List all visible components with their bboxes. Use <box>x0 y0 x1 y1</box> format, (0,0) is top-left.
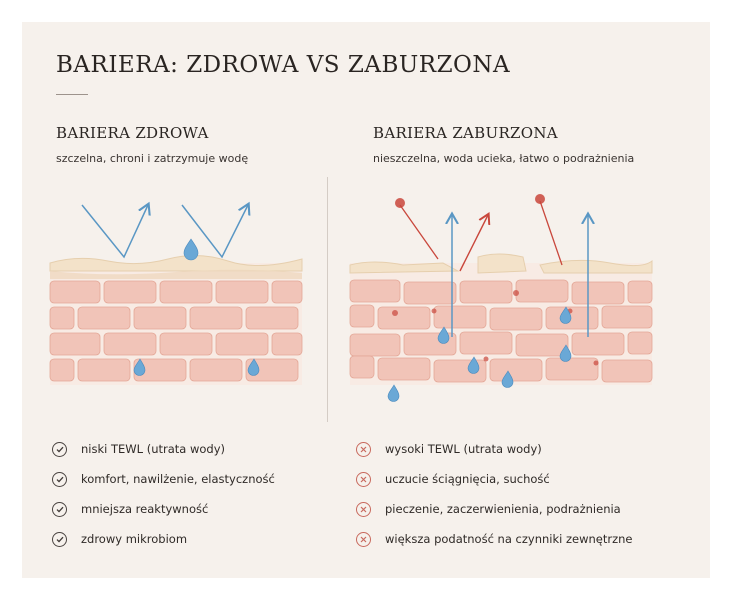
damaged-points-list: wysoki TEWL (utrata wody) uczucie ściągn… <box>356 434 633 554</box>
page-title: BARIERA: ZDROWA VS ZABURZONA <box>56 52 511 78</box>
water-drops <box>133 238 260 376</box>
check-circle-icon <box>52 471 67 487</box>
list-item-text: uczucie ściągnięcia, suchość <box>385 472 550 486</box>
check-circle-icon <box>52 441 67 457</box>
skin-layers <box>349 253 653 385</box>
skin-cell <box>601 359 653 383</box>
irritant-particles <box>392 194 599 366</box>
skin-cell <box>377 306 431 330</box>
skin-cell <box>349 279 401 303</box>
skin-cell <box>49 306 75 330</box>
healthy-heading: BARIERA ZDROWA <box>56 124 209 142</box>
list-item: zdrowy mikrobiom <box>52 524 275 554</box>
skin-cell <box>103 280 157 304</box>
skin-cell <box>515 279 569 303</box>
skin-cell <box>159 332 213 356</box>
skin-cell <box>489 358 543 382</box>
list-item-text: wysoki TEWL (utrata wody) <box>385 442 542 456</box>
skin-layers <box>49 255 303 385</box>
skin-cell <box>545 357 599 381</box>
list-item: wysoki TEWL (utrata wody) <box>356 434 633 464</box>
skin-cell <box>459 280 513 304</box>
brick-cells <box>49 280 303 382</box>
skin-cell <box>77 358 131 382</box>
skin-cell <box>215 280 269 304</box>
list-item: uczucie ściągnięcia, suchość <box>356 464 633 494</box>
skin-cell <box>433 305 487 329</box>
list-item: większa podatność na czynniki zewnętrzne <box>356 524 633 554</box>
skin-cell <box>403 281 457 305</box>
healthy-subtitle: szczelna, chroni i zatrzymuje wodę <box>56 152 249 165</box>
skin-cell <box>627 280 653 304</box>
damaged-heading: BARIERA ZABURZONA <box>373 124 558 142</box>
skin-cell <box>271 332 303 356</box>
list-item-text: większa podatność na czynniki zewnętrzne <box>385 532 633 546</box>
skin-cell <box>103 332 157 356</box>
skin-cell <box>49 332 101 356</box>
skin-cell <box>489 307 543 331</box>
list-item-text: pieczenie, zaczerwienienia, podrażnienia <box>385 502 621 516</box>
title-underline <box>56 94 88 95</box>
healthy-points-list: niski TEWL (utrata wody) komfort, nawilż… <box>52 434 275 554</box>
list-item: pieczenie, zaczerwienienia, podrażnienia <box>356 494 633 524</box>
skin-cell <box>189 306 243 330</box>
x-circle-icon <box>356 441 371 457</box>
skin-cell <box>459 331 513 355</box>
skin-cell <box>627 331 653 355</box>
skin-cell <box>77 306 131 330</box>
skin-cell <box>571 281 625 305</box>
list-item: mniejsza reaktywność <box>52 494 275 524</box>
skin-cell <box>133 306 187 330</box>
damaged-subtitle: nieszczelna, woda ucieka, łatwo o podraż… <box>373 152 635 165</box>
skin-cell <box>515 333 569 357</box>
list-item-text: zdrowy mikrobiom <box>81 532 188 546</box>
list-item: komfort, nawilżenie, elastyczność <box>52 464 275 494</box>
skin-cell <box>215 332 269 356</box>
escaping-water-arrows <box>452 215 588 337</box>
list-item: niski TEWL (utrata wody) <box>52 434 275 464</box>
list-item-text: komfort, nawilżenie, elastyczność <box>81 472 275 486</box>
damaged-barrier-illustration <box>349 194 653 402</box>
infographic-card: BARIERA: ZDROWA VS ZABURZONA BARIERA ZDR… <box>22 22 710 578</box>
skin-cell <box>545 306 599 330</box>
skin-cell <box>245 358 299 382</box>
brick-cells <box>349 279 653 383</box>
skin-cell <box>271 280 303 304</box>
skin-cell <box>245 306 299 330</box>
skin-cell <box>601 305 653 329</box>
reflected-arrows <box>81 205 248 259</box>
skin-cell <box>49 358 75 382</box>
healthy-barrier-illustration <box>49 187 303 385</box>
list-item-text: mniejsza reaktywność <box>81 502 209 516</box>
skin-cell <box>377 357 431 381</box>
skin-cell <box>49 280 101 304</box>
column-divider <box>327 177 328 422</box>
x-circle-icon <box>356 471 371 487</box>
skin-cell <box>349 355 375 379</box>
x-circle-icon <box>356 531 371 547</box>
list-item-text: niski TEWL (utrata wody) <box>81 442 226 456</box>
x-circle-icon <box>356 501 371 517</box>
skin-cell <box>189 358 243 382</box>
check-circle-icon <box>52 531 67 547</box>
skin-cell <box>159 280 213 304</box>
skin-cell <box>349 333 401 357</box>
water-drops <box>387 306 572 402</box>
skin-cell <box>349 304 375 328</box>
check-circle-icon <box>52 501 67 517</box>
skin-cell <box>571 332 625 356</box>
